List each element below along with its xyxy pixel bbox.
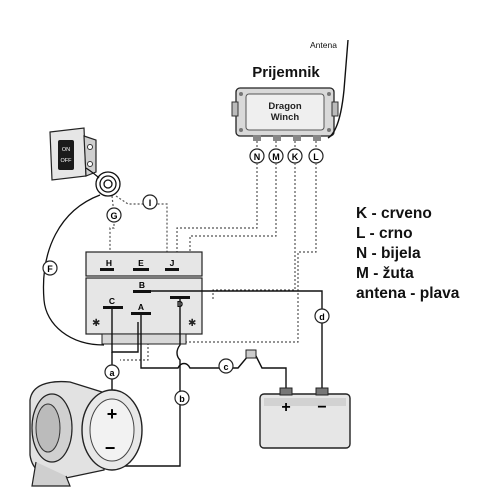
terminal-h: H — [106, 258, 112, 268]
legend-l: L - crno — [356, 225, 413, 242]
legend-antenna: antena - plava — [356, 285, 460, 302]
battery-minus: − — [317, 399, 326, 416]
svg-text:G: G — [110, 211, 117, 221]
terminal-a: A — [138, 302, 144, 312]
contactor-box: ✱ ✱ — [85, 251, 203, 345]
svg-text:K: K — [292, 152, 299, 162]
wire-label-a: a — [104, 364, 120, 380]
receiver-wire-l: L — [308, 148, 324, 164]
motor-plus: + — [107, 404, 118, 424]
svg-text:F: F — [47, 264, 53, 274]
legend-k: K - crveno — [356, 205, 432, 222]
terminal-b: B — [139, 280, 145, 290]
wire-label-b: b — [174, 390, 190, 406]
receiver-label-1: Dragon — [268, 101, 301, 112]
receiver-title: Prijemnik — [252, 64, 320, 81]
receiver-wire-m: M — [268, 148, 284, 164]
svg-text:d: d — [319, 312, 325, 322]
wire-label-f: F — [42, 260, 58, 276]
circuit-breaker — [245, 349, 257, 359]
svg-text:a: a — [109, 368, 115, 378]
receiver-wiring — [120, 141, 317, 361]
wire-label-c: c — [218, 358, 234, 374]
svg-text:✱: ✱ — [92, 318, 100, 329]
svg-text:I: I — [149, 198, 152, 208]
terminal-j: J — [170, 258, 175, 268]
terminal-e: E — [138, 258, 144, 268]
receiver-wire-k: K — [287, 148, 303, 164]
receiver-label-2: Winch — [271, 112, 300, 123]
antenna-wire — [327, 39, 349, 139]
wire-label-d: d — [314, 308, 330, 324]
legend-m: M - žuta — [356, 265, 414, 282]
switch-on-label: ON — [62, 147, 70, 153]
coiled-cable — [85, 167, 121, 197]
wire-label-i: I — [142, 194, 158, 210]
antenna-label: Antena — [310, 40, 337, 50]
battery-plus: + — [281, 399, 290, 416]
motor-minus: − — [105, 438, 116, 458]
legend-n: N - bijela — [356, 245, 421, 262]
battery — [259, 387, 351, 449]
wire-label-g: G — [106, 207, 122, 223]
switch-off-label: OFF — [61, 158, 73, 164]
svg-text:✱: ✱ — [188, 318, 196, 329]
svg-text:M: M — [272, 152, 280, 162]
svg-text:b: b — [179, 394, 185, 404]
svg-text:N: N — [254, 152, 261, 162]
receiver-box — [231, 87, 339, 141]
terminal-c: C — [109, 296, 115, 306]
svg-text:L: L — [313, 152, 319, 162]
on-off-switch[interactable] — [49, 127, 97, 181]
svg-text:c: c — [223, 362, 228, 372]
receiver-wire-n: N — [249, 148, 265, 164]
winch-motor — [29, 380, 143, 487]
